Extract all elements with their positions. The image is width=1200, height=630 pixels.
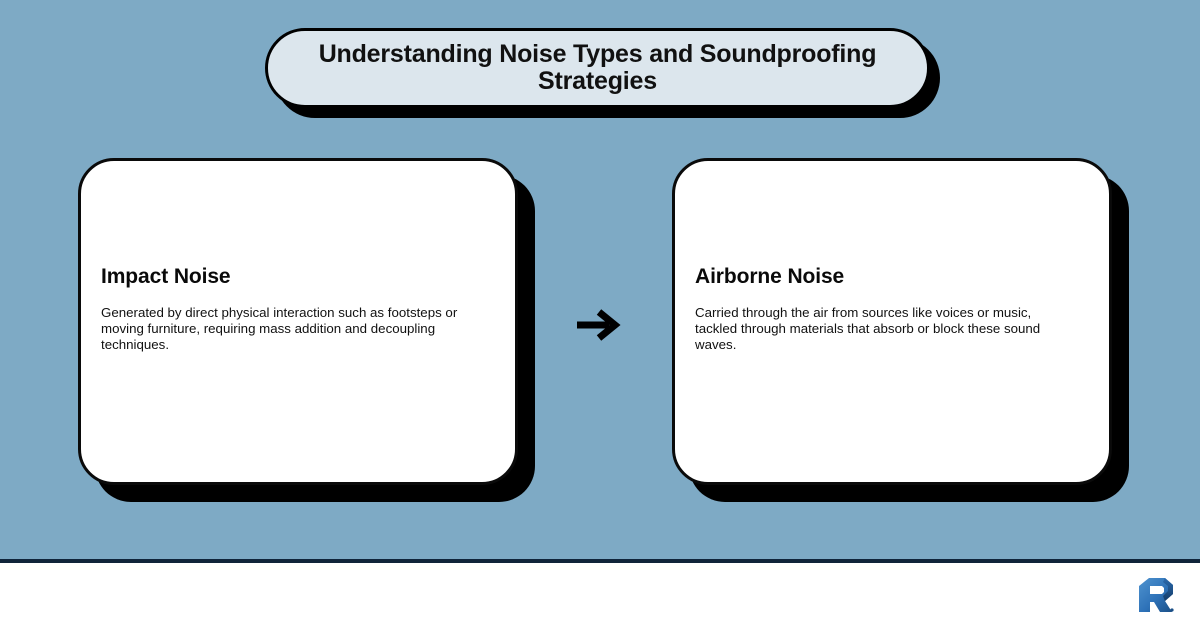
card-airborne-noise-description: Carried through the air from sources lik…: [695, 305, 1041, 352]
infographic-canvas: Understanding Noise Types and Soundproof…: [0, 0, 1200, 561]
title-banner: Understanding Noise Types and Soundproof…: [265, 28, 940, 118]
title-banner-pill: Understanding Noise Types and Soundproof…: [265, 28, 930, 108]
footer-divider: [0, 559, 1200, 563]
card-impact-noise-body: Impact Noise Generated by direct physica…: [78, 158, 518, 485]
card-airborne-noise-body: Airborne Noise Carried through the air f…: [672, 158, 1112, 485]
arrow-right-icon: [575, 305, 623, 345]
page-title: Understanding Noise Types and Soundproof…: [318, 40, 877, 95]
footer-bar: [0, 563, 1200, 630]
card-impact-noise-description: Generated by direct physical interaction…: [101, 305, 458, 352]
card-airborne-noise-title: Airborne Noise: [695, 265, 845, 288]
card-impact-noise-title: Impact Noise: [101, 265, 231, 288]
card-impact-noise: Impact Noise Generated by direct physica…: [78, 158, 535, 502]
brand-r-logo: [1132, 574, 1178, 620]
card-airborne-noise: Airborne Noise Carried through the air f…: [672, 158, 1129, 502]
